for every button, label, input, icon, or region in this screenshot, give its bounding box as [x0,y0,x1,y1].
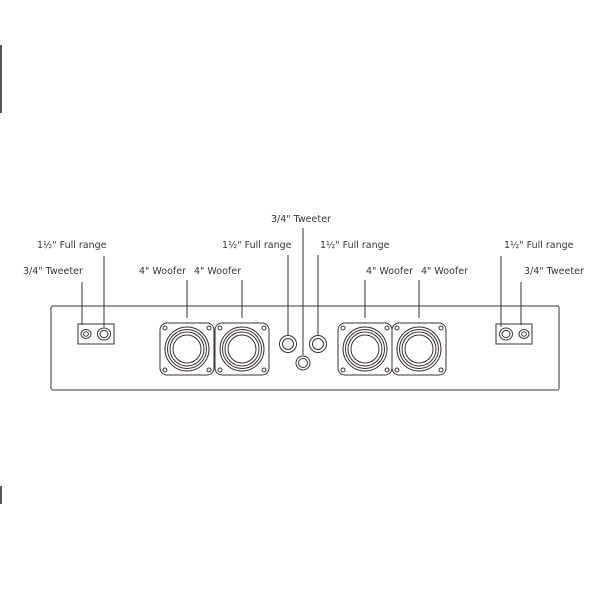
label-left-tweeter: 3/4" Tweeter [23,266,83,277]
left-tweeter [80,329,92,339]
label-center-full-range-left: 1½" Full range [222,240,292,251]
label-right-tweeter: 3/4" Tweeter [524,266,584,277]
woofer-2 [214,322,270,376]
left-driver-module [77,323,115,345]
label-center-tweeter: 3/4" Tweeter [271,214,331,225]
right-driver-module [495,323,533,345]
center-full-range-left [279,335,297,353]
center-tweeter [295,355,311,371]
label-woofer-4: 4" Woofer [421,266,468,277]
label-center-full-range-right: 1½" Full range [320,240,390,251]
edge-mark-bottom [0,486,2,504]
center-driver-cluster [279,335,327,371]
woofer-group [159,322,447,376]
center-full-range-right [309,335,327,353]
label-woofer-3: 4" Woofer [366,266,413,277]
leader-lines [81,228,522,355]
right-full-range [499,327,513,341]
soundbar-body [50,305,560,391]
right-tweeter [518,329,530,339]
edge-mark-top [0,45,2,113]
label-right-full-range: 1½" Full range [504,240,574,251]
label-woofer-1: 4" Woofer [139,266,186,277]
woofer-3 [337,322,393,376]
woofer-1 [159,322,215,376]
label-left-full-range: 1½" Full range [37,240,107,251]
label-woofer-2: 4" Woofer [194,266,241,277]
left-full-range [97,327,111,341]
woofer-4 [391,322,447,376]
